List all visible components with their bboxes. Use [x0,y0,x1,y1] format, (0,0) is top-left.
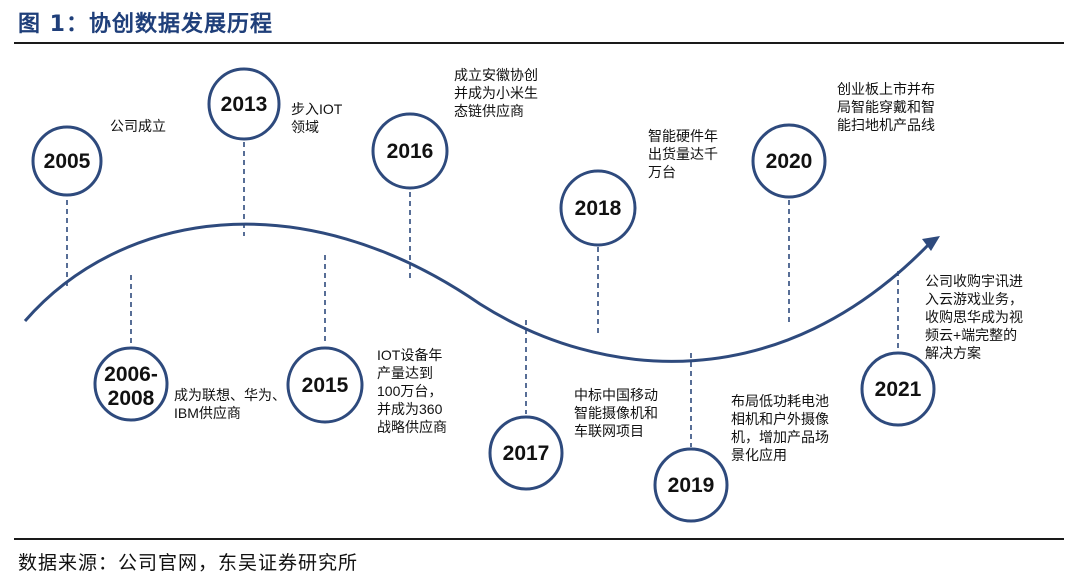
event-desc-line: 态链供应商 [454,103,524,119]
event-desc-line: IOT设备年 [377,347,443,363]
event-desc-line: 战略供应商 [377,419,447,435]
event-desc-line: 领域 [291,119,319,135]
event-desc-line: 步入IOT [291,101,343,117]
event-desc-line: 频云+端完整的 [925,327,1018,343]
event-desc-line: 并成为小米生 [454,85,538,101]
event-desc-line: 能扫地机产品线 [837,117,935,133]
event-desc-line: 公司收购宇讯进 [925,273,1023,289]
year-label-2008: 2008 [108,387,155,410]
event-desc-line: 入云游戏业务， [925,291,1023,307]
year-circle-2019 [653,447,729,523]
event-desc-line: 产量达到 [377,365,433,381]
event-desc-line: 并成为360 [377,401,443,417]
event-desc-2013: 步入IOT 领域 [291,100,342,136]
event-desc-line: 100万台， [377,383,443,399]
year-circle-2006-2008 [93,346,169,422]
event-desc-line: 景化应用 [731,447,787,463]
year-label-2013: 2013 [221,93,268,116]
source-note: 数据来源：公司官网，东吴证券研究所 [18,552,359,574]
year-label-2019: 2019 [668,474,715,497]
year-label-2017: 2017 [503,442,550,465]
event-desc-2018: 智能硬件年 出货量达千 万台 [648,127,718,181]
year-circle-2021 [860,351,936,427]
event-desc-2005: 公司成立 [110,117,166,135]
event-desc-line: 成立安徽协创 [454,67,538,83]
bottom-divider [14,538,1064,540]
event-desc-line: 机，增加产品场 [731,429,829,445]
year-circle-2013 [207,67,281,141]
event-desc-line: 局智能穿戴和智 [837,99,935,115]
event-desc-line: 收购思华成为视 [925,309,1023,325]
year-circle-2015 [286,346,364,424]
event-desc-line: 车联网项目 [574,423,644,439]
event-desc-2021: 公司收购宇讯进 入云游戏业务， 收购思华成为视 频云+端完整的 解决方案 [925,272,1023,362]
year-circle-2005 [31,125,103,197]
year-label-2021: 2021 [875,378,922,401]
event-desc-2020: 创业板上市并布 局智能穿戴和智 能扫地机产品线 [837,80,935,134]
event-desc-2015: IOT设备年 产量达到 100万台， 并成为360 战略供应商 [377,346,447,436]
year-circle-2018 [559,169,637,247]
event-desc-line: 相机和户外摄像 [731,411,829,427]
year-label-2016: 2016 [387,140,434,163]
event-desc-2019: 布局低功耗电池 相机和户外摄像 机，增加产品场 景化应用 [731,392,829,464]
year-circle-2020 [751,123,827,199]
year-circle-2017 [488,415,564,491]
event-desc-2016: 成立安徽协创 并成为小米生 态链供应商 [454,66,538,120]
event-desc-line: 公司成立 [110,118,166,134]
year-label-2006: 2006- [104,363,158,386]
event-desc-line: 中标中国移动 [574,387,658,403]
year-label-2015: 2015 [302,374,349,397]
year-label-2005: 2005 [44,150,91,173]
event-desc-2017: 中标中国移动 智能摄像机和 车联网项目 [574,386,658,440]
year-label-2018: 2018 [575,197,622,220]
arrow-head-icon [922,236,940,251]
event-desc-line: 布局低功耗电池 [731,393,829,409]
event-desc-line: 智能硬件年 [648,128,718,144]
event-desc-2006-2008: 成为联想、华为、 IBM供应商 [174,386,286,422]
event-desc-line: 万台 [648,164,676,180]
year-circle-2016 [371,112,449,190]
event-desc-line: 智能摄像机和 [574,405,658,421]
event-desc-line: 成为联想、华为、 [174,387,286,403]
event-desc-line: 出货量达千 [648,146,718,162]
event-desc-line: IBM供应商 [174,405,241,421]
figure-title: 图 1：协创数据发展历程 [18,12,273,37]
top-divider [14,42,1064,44]
timeline-wave [23,222,934,363]
event-desc-line: 创业板上市并布 [837,81,935,97]
year-label-2020: 2020 [766,150,813,173]
event-desc-line: 解决方案 [925,345,981,361]
